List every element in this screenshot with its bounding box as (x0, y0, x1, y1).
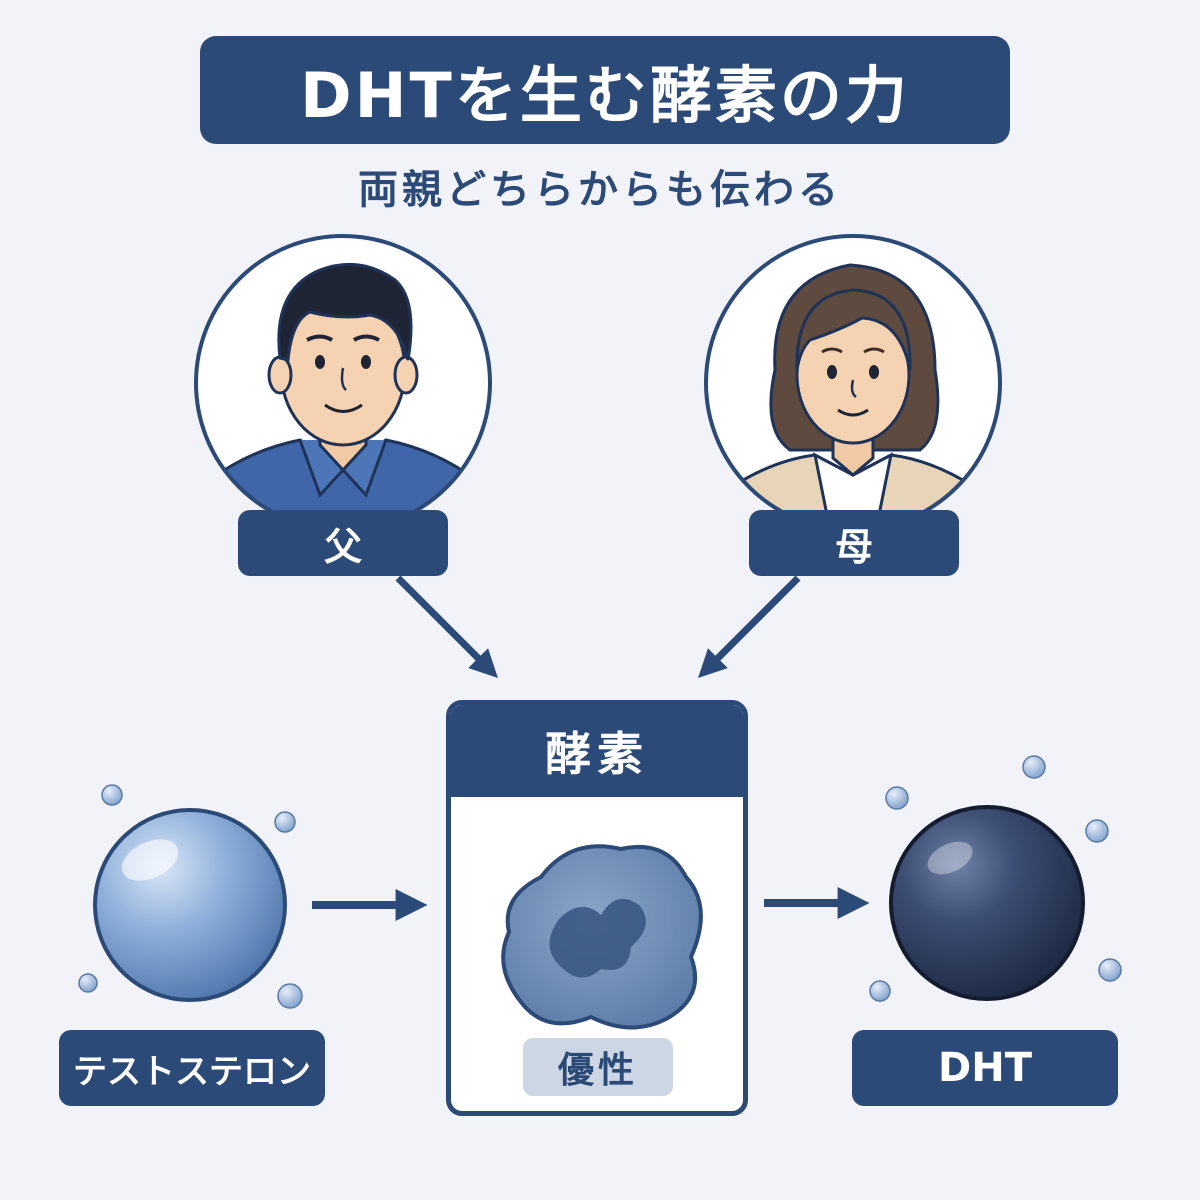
father-label: 父 (238, 510, 448, 576)
dht-sphere (889, 805, 1085, 1001)
mother-portrait (704, 234, 1002, 532)
dht-label: DHT (852, 1030, 1118, 1106)
mother-arrow (698, 575, 801, 678)
enzyme-blob-icon (501, 844, 703, 1030)
testosterone-bubbles (78, 784, 303, 1009)
subtitle: 両親どちらからも伝わる (358, 167, 842, 213)
enzyme-header: 酵素 (451, 705, 743, 797)
father-portrait (194, 234, 492, 532)
father-arrow (395, 575, 498, 678)
dominant-badge: 優性 (523, 1038, 673, 1096)
enzyme-box: 酵素 優性 (446, 700, 748, 1116)
dht-bubbles (869, 755, 1122, 1002)
page-title: DHTを生む酵素の力 (200, 36, 1010, 144)
mother-label: 母 (749, 510, 959, 576)
testosterone-sphere (93, 808, 287, 1002)
testosterone-label: テストステロン (59, 1030, 325, 1106)
